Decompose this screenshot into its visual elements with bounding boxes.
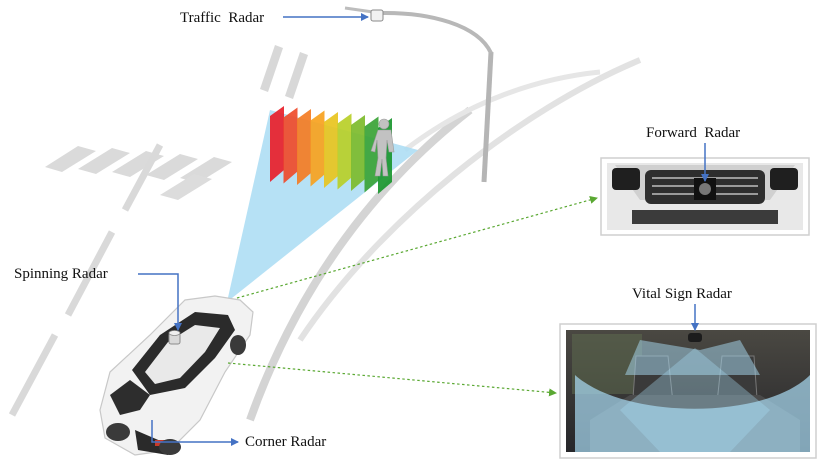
detection-plane [270, 106, 284, 182]
label-pointers [138, 13, 709, 446]
spinning-radar-icon [168, 330, 181, 345]
spinning-radar-pointer [138, 273, 182, 331]
detection-plane [337, 113, 352, 190]
detection-plane [297, 109, 311, 185]
detection-plane [351, 115, 365, 191]
forward-radar-link [236, 196, 598, 299]
corner-radar-pointer [151, 420, 239, 446]
car-cabin-icon [566, 330, 810, 452]
traffic-radar-pole [344, 6, 494, 183]
detection-plane [310, 110, 325, 187]
inset-links [227, 196, 598, 397]
vital-sign-radar-link [227, 362, 557, 397]
corner-radar-label: Corner Radar [245, 434, 327, 450]
pedestrian-icon [370, 118, 395, 177]
detection-plane [283, 107, 298, 184]
detection-plane [324, 112, 338, 188]
forward-radar-label: Forward Radar [646, 125, 741, 141]
detection-plane [364, 116, 379, 193]
spinning-radar-label: Spinning Radar [14, 266, 108, 282]
traffic-radar-sensor-icon [370, 9, 384, 22]
road-markings [8, 45, 642, 422]
vital-sign-radar-label: Vital Sign Radar [632, 286, 732, 302]
traffic-radar-label: Traffic Radar [180, 10, 265, 26]
car-icon [99, 295, 254, 456]
vital-sign-radar-inset [559, 323, 817, 459]
